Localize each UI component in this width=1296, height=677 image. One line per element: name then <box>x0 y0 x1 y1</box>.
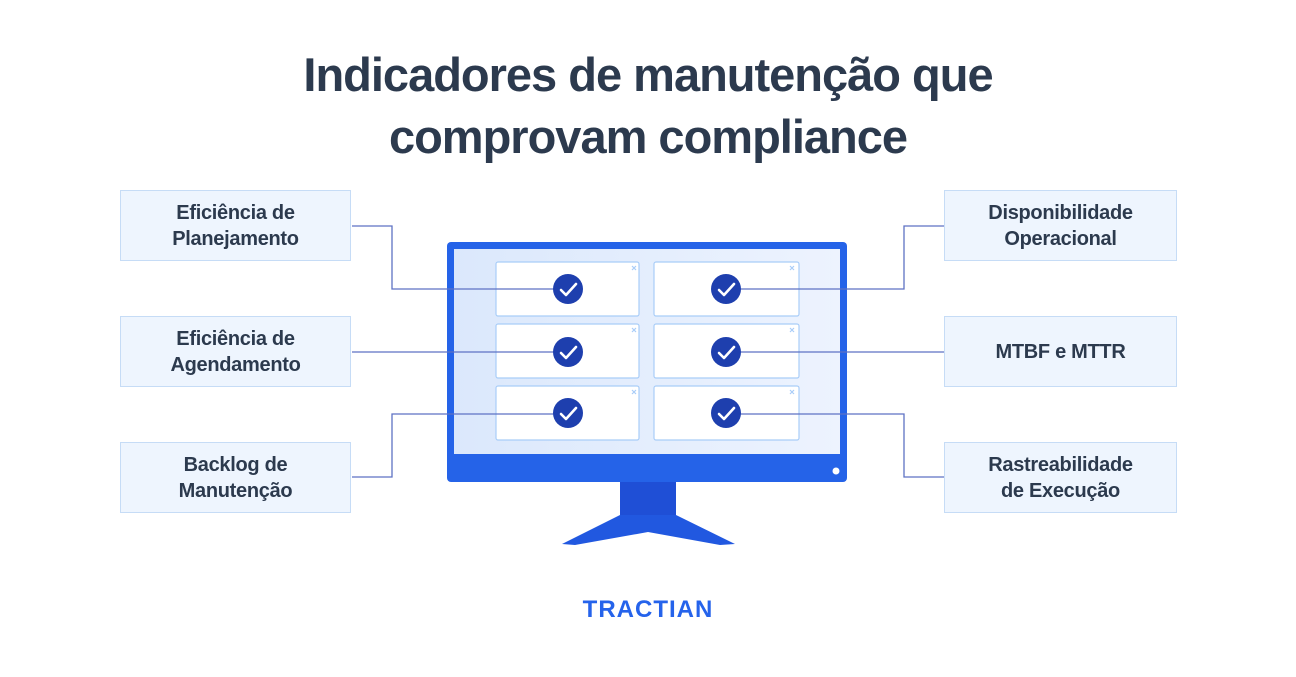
indicator-scheduling-efficiency: Eficiência de Agendamento <box>120 316 351 387</box>
indicator-mtbf-mttr: MTBF e MTTR <box>944 316 1177 387</box>
power-led-icon <box>832 467 840 475</box>
indicator-execution-traceability: Rastreabilidade de Execução <box>944 442 1177 513</box>
connector-lines <box>352 225 944 478</box>
indicator-maintenance-backlog: Backlog de Manutenção <box>120 442 351 513</box>
check-circle-icons <box>553 274 741 428</box>
tractian-logo: TRACTIAN <box>582 596 714 623</box>
monitor-stand <box>562 481 735 545</box>
title-line-1: Indicadores de manutenção que <box>303 48 993 101</box>
indicator-planning-efficiency: Eficiência de Planejamento <box>120 190 351 261</box>
close-icons <box>631 265 795 395</box>
page-title: Indicadores de manutenção que comprovam … <box>0 44 1296 168</box>
title-line-2: comprovam compliance <box>388 110 908 163</box>
indicator-operational-availability: Disponibilidade Operacional <box>944 190 1177 261</box>
